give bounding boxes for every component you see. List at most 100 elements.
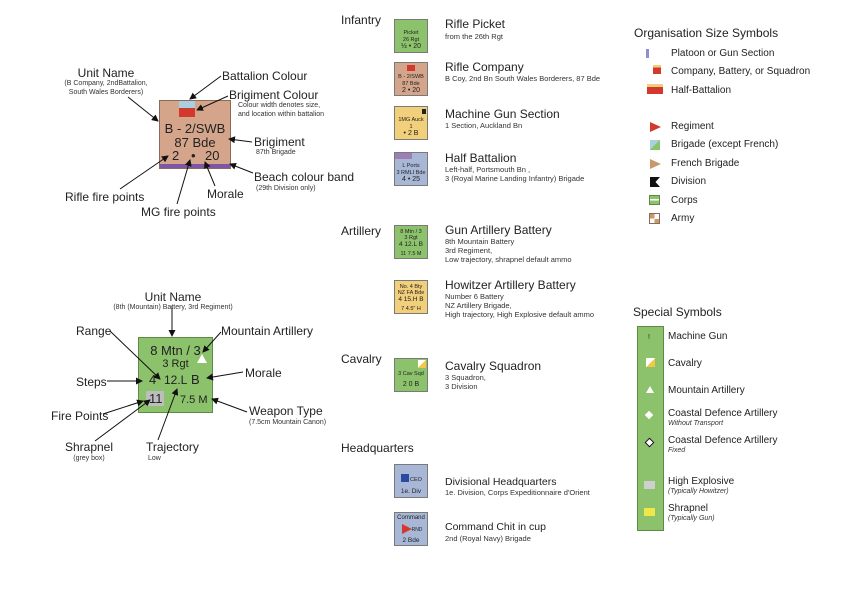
desc-howitzer-2: NZ Artillery Brigade, bbox=[445, 301, 512, 310]
desc-rifle-picket: from the 26th Rgt bbox=[445, 32, 503, 41]
desc-cavalry-1: 3 Squadron, bbox=[445, 373, 486, 382]
art-counter-line1: 8 Mtn / 3 bbox=[150, 343, 201, 358]
weapon-type-label: Weapon Type bbox=[249, 404, 323, 418]
special-item-coastal-1: Coastal Defence Artillery bbox=[668, 408, 778, 419]
title-half-battalion: Half Battalion bbox=[445, 151, 517, 165]
brigade-flag-icon bbox=[402, 524, 412, 534]
art-unit-name-sub: (8th (Mountain) Battery, 3rd Regiment) bbox=[113, 304, 233, 311]
brigiment-label: Brigiment bbox=[254, 135, 305, 149]
desc-divisional-hq: 1e. Division, Corps Expeditionnaire d'Or… bbox=[445, 488, 590, 497]
corps-icon bbox=[649, 195, 660, 205]
chit-divisional-hq: CEO 1e. Div bbox=[394, 464, 428, 498]
inf-counter-line1: B - 2/SWB bbox=[164, 121, 226, 136]
platoon-icon bbox=[646, 49, 649, 58]
desc-half-battalion-2: 3 (Royal Marine Landing Infantry) Brigad… bbox=[445, 174, 585, 183]
desc-howitzer-3: High trajectory, High Explosive default … bbox=[445, 310, 595, 319]
title-howitzer: Howitzer Artillery Battery bbox=[445, 278, 576, 292]
special-item-coastal-2-sub: Fixed bbox=[668, 447, 686, 454]
desc-rifle-company: B Coy, 2nd Bn South Wales Borderers, 87 … bbox=[445, 74, 601, 83]
inf-counter-mg: • bbox=[191, 148, 196, 163]
arrow-battalion-colour bbox=[189, 75, 222, 100]
mg-symbol-icon: ! bbox=[648, 334, 650, 341]
army-icon bbox=[649, 213, 660, 224]
half-battalion-band bbox=[395, 153, 412, 159]
special-item-shrapnel-sub: (Typically Gun) bbox=[668, 515, 715, 522]
section-infantry: Infantry bbox=[341, 13, 382, 27]
weapon-type-sub: (7.5cm Mountain Canon) bbox=[249, 419, 327, 426]
art-unit-name-label: Unit Name bbox=[144, 290, 202, 304]
org-item-company: Company, Battery, or Squadron bbox=[671, 66, 811, 77]
chit-rifle-picket: Picket 26 Rgt ½ • 20 bbox=[394, 19, 428, 53]
brigiment-colour-sub-1: Colour width denotes size, bbox=[238, 102, 321, 109]
shrapnel-symbol-icon bbox=[644, 508, 655, 516]
special-item-high-explosive: High Explosive bbox=[668, 476, 735, 487]
battalion-colour-swatch bbox=[179, 101, 195, 108]
beach-colour-band bbox=[160, 164, 230, 168]
arrow-weapon-type bbox=[211, 397, 248, 413]
cavalry-icon bbox=[418, 360, 426, 368]
inf-unit-name-sub-2: South Wales Borderers) bbox=[68, 89, 144, 96]
chit-howitzer: No. 4 Bty NZ FA Bde 4 15.H B 7 4.5" H bbox=[394, 280, 428, 314]
title-divisional-hq: Divisional Headquarters bbox=[445, 476, 557, 488]
desc-gun-artillery-1: 8th Mountain Battery bbox=[445, 237, 515, 246]
chit-cavalry: 3 Cav Sqd 2 0 B bbox=[394, 358, 428, 392]
special-item-cavalry: Cavalry bbox=[668, 358, 702, 369]
art-morale-label: Morale bbox=[245, 366, 282, 380]
desc-cavalry-2: 3 Division bbox=[445, 382, 478, 391]
battalion-colour-label: Battalion Colour bbox=[222, 69, 308, 83]
special-item-coastal-1-sub: Without Transport bbox=[668, 420, 724, 427]
inf-unit-name-sub-1: (B Company, 2ndBattalion, bbox=[64, 80, 148, 87]
brigiment-sub: 87th Brigade bbox=[256, 149, 296, 156]
trajectory-label: Trajectory bbox=[146, 440, 199, 454]
brigiment-colour-sub-2: and location within battalion bbox=[238, 111, 325, 118]
french-brigade-icon bbox=[650, 159, 661, 169]
desc-command-chit: 2nd (Royal Navy) Brigade bbox=[445, 534, 531, 543]
arrow-unit-name bbox=[127, 96, 159, 122]
rifle-fire-points-label: Rifle fire points bbox=[65, 190, 145, 204]
chit-rifle-company: B - 2/SWB 87 Bde 2 • 20 bbox=[394, 62, 428, 96]
division-size-icon bbox=[650, 177, 660, 187]
title-cavalry: Cavalry Squadron bbox=[445, 359, 542, 373]
title-mg-section: Machine Gun Section bbox=[445, 107, 560, 121]
brigiment-colour-swatch bbox=[179, 108, 195, 117]
inf-unit-name-label: Unit Name bbox=[77, 66, 135, 80]
art-counter-line2: 3 Rgt bbox=[162, 358, 189, 370]
org-item-corps: Corps bbox=[671, 195, 698, 206]
brigade-icon bbox=[650, 140, 660, 150]
infantry-example-counter: B - 2/SWB 87 Bde 2 • 20 bbox=[159, 100, 231, 169]
cavalry-symbol-icon bbox=[646, 358, 655, 367]
arrow-beach-band bbox=[229, 162, 254, 174]
mountain-artillery-symbol-icon bbox=[646, 386, 654, 393]
regiment-icon bbox=[650, 122, 661, 132]
arrow-brigiment bbox=[228, 136, 253, 144]
desc-mg-section: 1 Section, Auckland Bn bbox=[445, 121, 523, 130]
chit-mg-section: 1MG Auck 1 • 2 B bbox=[394, 106, 428, 140]
mountain-artillery-label: Mountain Artillery bbox=[221, 324, 314, 338]
inf-counter-rifle: 2 bbox=[172, 148, 180, 163]
inf-morale-label: Morale bbox=[207, 187, 244, 201]
inf-counter-morale: 20 bbox=[205, 148, 220, 163]
steps-label: Steps bbox=[76, 375, 107, 389]
beach-band-label: Beach colour band bbox=[254, 170, 355, 184]
title-command-chit: Command Chit in cup bbox=[445, 521, 546, 533]
org-item-french-brigade: French Brigade bbox=[671, 158, 740, 169]
org-item-regiment: Regiment bbox=[671, 121, 714, 132]
special-symbols-title: Special Symbols bbox=[633, 305, 722, 319]
chit-half-battalion: L Ports 3 RMLI Bde 4 • 25 bbox=[394, 152, 428, 186]
company-icon bbox=[653, 65, 661, 74]
special-item-coastal-2: Coastal Defence Artillery bbox=[668, 435, 778, 446]
desc-howitzer-1: Number 6 Battery bbox=[445, 292, 504, 301]
org-item-army: Army bbox=[671, 213, 695, 224]
org-item-half-battalion: Half-Battalion bbox=[671, 85, 732, 96]
fire-points-label: Fire Points bbox=[51, 409, 109, 423]
special-item-mountain-artillery: Mountain Artillery bbox=[668, 385, 745, 396]
org-symbols-title: Organisation Size Symbols bbox=[634, 26, 779, 40]
art-counter-fire-points: 11 bbox=[149, 391, 163, 406]
art-counter-steps: 4 bbox=[149, 372, 157, 387]
chit-gun-artillery: 8 Mtn / 3 3 Rgt 4 12.L B 11 7.5 M bbox=[394, 225, 428, 259]
half-battalion-icon bbox=[647, 84, 663, 94]
special-item-high-explosive-sub: (Typically Howitzer) bbox=[668, 488, 729, 495]
section-artillery: Artillery bbox=[341, 224, 382, 238]
division-icon bbox=[401, 474, 409, 482]
art-counter-weapon: 7.5 M bbox=[180, 394, 208, 406]
